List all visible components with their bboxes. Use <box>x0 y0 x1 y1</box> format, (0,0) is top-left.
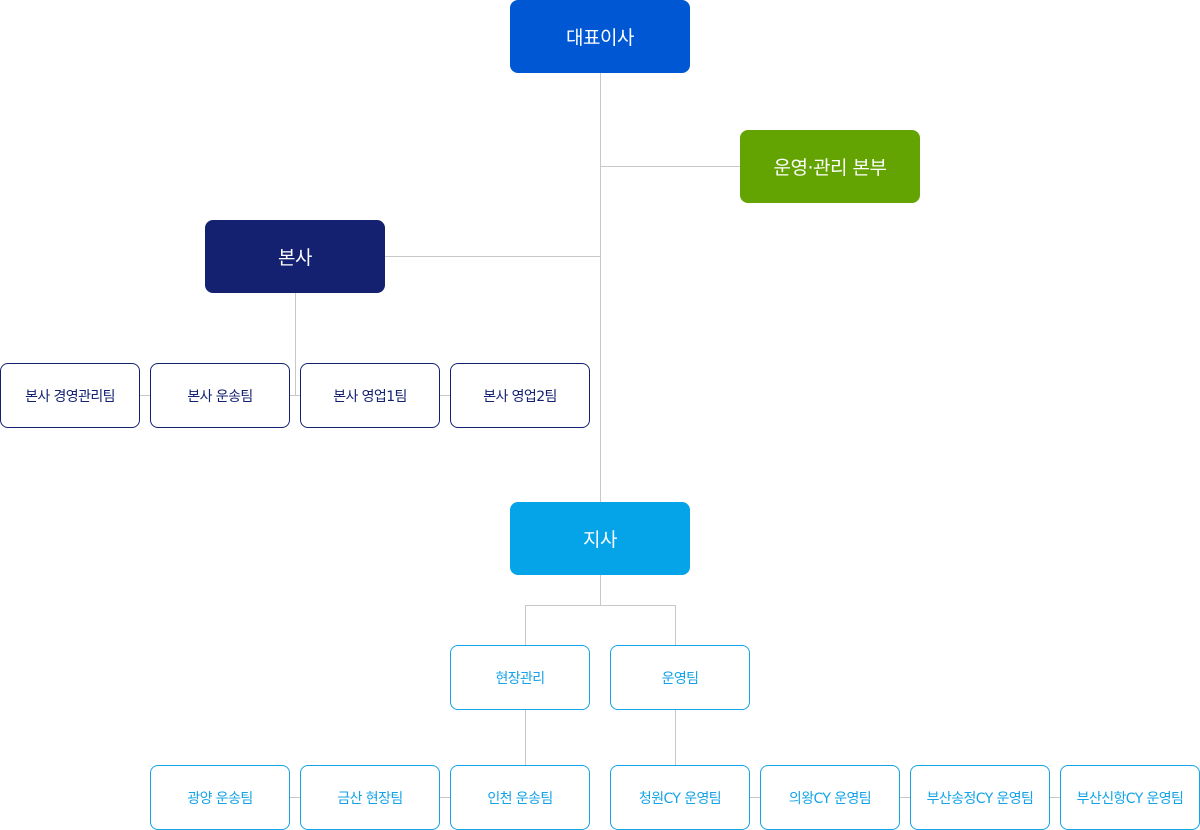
hq-team-sales-1: 본사 영업1팀 <box>300 363 440 428</box>
branch-node: 지사 <box>510 502 690 575</box>
connector-branch-down <box>600 574 601 605</box>
operations-node: 운영·관리 본부 <box>740 130 920 203</box>
ops-team-cheongwon: 청원CY 운영팀 <box>610 765 750 830</box>
connector-hq-down <box>295 292 296 395</box>
connector-hq-teams <box>140 395 450 396</box>
connector-site-group <box>525 605 526 645</box>
hq-team-sales-2: 본사 영업2팀 <box>450 363 590 428</box>
branch-group-operations: 운영팀 <box>610 645 750 710</box>
connector-ops-row <box>750 797 1060 798</box>
hq-node: 본사 <box>205 220 385 293</box>
hq-team-management: 본사 경영관리팀 <box>0 363 140 428</box>
ceo-node: 대표이사 <box>510 0 690 73</box>
ops-team-uiwang: 의왕CY 운영팀 <box>760 765 900 830</box>
site-team-geumsan: 금산 현장팀 <box>300 765 440 830</box>
site-team-incheon: 인천 운송팀 <box>450 765 590 830</box>
site-team-gwangyang: 광양 운송팀 <box>150 765 290 830</box>
connector-hq <box>385 256 600 257</box>
connector-branch-split <box>525 605 675 606</box>
ops-team-busan-newport: 부산신항CY 운영팀 <box>1060 765 1200 830</box>
ops-team-busan-songjeong: 부산송정CY 운영팀 <box>910 765 1050 830</box>
connector-ceo-trunk <box>600 72 601 502</box>
branch-group-site: 현장관리 <box>450 645 590 710</box>
connector-operations <box>600 166 740 167</box>
connector-ops-group <box>675 605 676 645</box>
connector-site-teams <box>525 709 526 765</box>
connector-ops-teams <box>675 709 676 765</box>
hq-team-transport: 본사 운송팀 <box>150 363 290 428</box>
